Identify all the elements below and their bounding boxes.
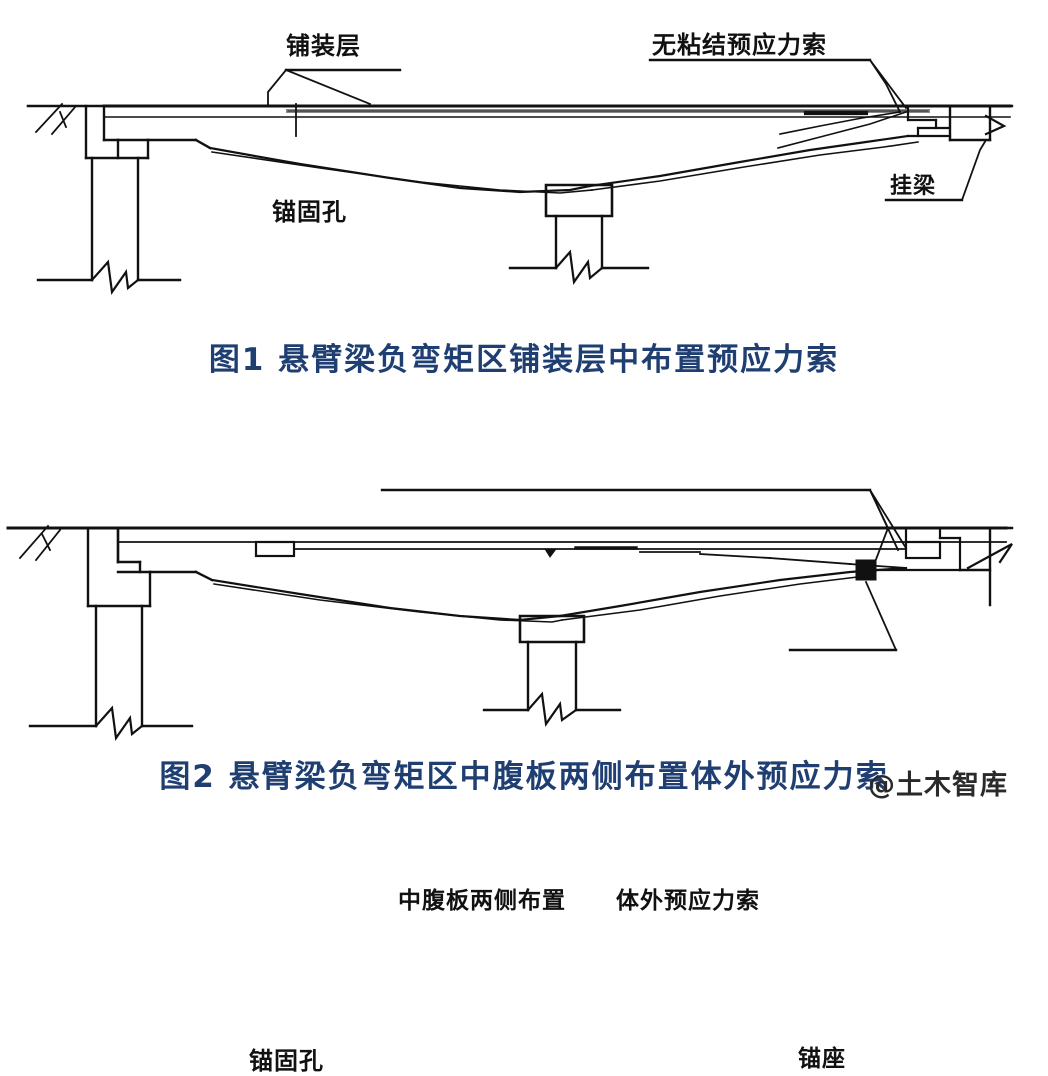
- deviator-mark-mid: [544, 548, 557, 558]
- deck-soffit-left-inner-2: [213, 583, 563, 623]
- figure-2-drawing: [6, 488, 1014, 741]
- center-pier-cap: [544, 183, 614, 218]
- leader-line-unbonded-2: [868, 58, 908, 110]
- leader-line-unbonded-4: [777, 110, 908, 149]
- deck-soffit-haunch: [194, 138, 212, 150]
- anchor-block-right: [904, 540, 942, 560]
- tendon-dark-segment-3: [699, 553, 771, 559]
- figure-1-drawing: [26, 58, 1014, 295]
- right-end-break-symbol: [984, 114, 1007, 136]
- leader-line-anchorseat: [864, 580, 898, 652]
- deck-soffit-left-inner: [211, 151, 593, 194]
- left-abutment-block-outline: [90, 106, 150, 160]
- left-column-break-symbol-2: [94, 705, 144, 741]
- deck-soffit-right-half: [588, 134, 910, 188]
- leader-line-unbonded-3: [779, 111, 901, 135]
- figure-1-caption: 图1 悬臂梁负弯矩区铺装层中布置预应力索: [208, 342, 840, 378]
- leader-line-hungbeam: [960, 138, 988, 202]
- ground-hatch-3: [58, 110, 68, 129]
- label-anchor-hole-fig2: 锚固孔: [249, 1047, 324, 1075]
- center-column-break-symbol-2: [526, 691, 578, 727]
- deck-soffit-right-inner-2: [561, 575, 867, 621]
- label-hung-beam: 挂梁: [890, 174, 937, 199]
- deck-soffit-right-inner: [591, 141, 919, 191]
- label-anchor-hole-fig1: 锚固孔: [272, 198, 347, 226]
- label-pavement-layer: 铺装层: [286, 32, 361, 60]
- deck-soffit-haunch-2: [194, 570, 214, 582]
- ground-hatch-1: [34, 102, 64, 134]
- leader-line-pavement: [267, 68, 288, 105]
- label-mid-web-both-sides: 中腹板两侧布置: [398, 888, 566, 914]
- deck-soffit-left-half: [208, 146, 592, 194]
- label-unbonded-tendon: 无粘结预应力索: [652, 31, 827, 59]
- ground-hatch-2-3: [40, 532, 52, 552]
- tendon-dark-segment-4: [769, 557, 851, 565]
- leader-line-external-2: [868, 488, 889, 572]
- center-column-break-symbol: [554, 249, 604, 285]
- deck-soffit-left-half-2: [210, 578, 562, 622]
- leader-line-pavement-2: [284, 68, 372, 106]
- leader-line-external-3: [868, 488, 908, 550]
- ground-hatch-2-1: [18, 524, 50, 560]
- deck-soffit-right-half-2: [558, 566, 908, 618]
- label-external-tendon: 体外预应力索: [616, 888, 760, 914]
- anchor-block-left: [254, 540, 296, 558]
- label-anchor-seat: 锚座: [798, 1046, 846, 1072]
- figure-1-container: 铺装层 无粘结预应力索 挂梁 锚固孔: [0, 0, 1048, 400]
- right-end-break-symbol-2: [966, 543, 1013, 570]
- center-pier-cap-2: [518, 614, 586, 644]
- leader-line-unbonded-1: [868, 58, 902, 114]
- left-column-break-symbol: [90, 259, 140, 295]
- figure-2-caption: 图2 悬臂梁负弯矩区中腹板两侧布置体外预应力索: [159, 759, 889, 795]
- site-watermark: @土木智库: [868, 770, 1008, 801]
